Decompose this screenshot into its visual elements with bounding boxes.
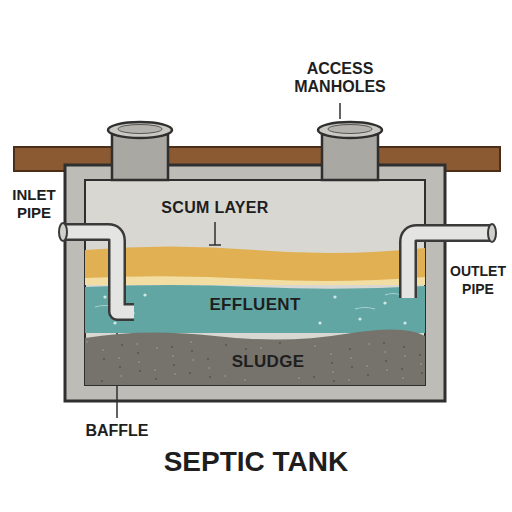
tank-interior (85, 180, 425, 385)
leader-line (339, 103, 341, 119)
layer-label: SCUM LAYER (161, 199, 268, 217)
layer-label: EFFLUENT (209, 295, 300, 315)
layer-label: SLUDGE (232, 352, 305, 372)
part-label: OUTLET PIPE (450, 262, 506, 298)
effluent-band: EFFLUENT (85, 283, 425, 333)
tank-wall (65, 165, 445, 401)
sludge-band: SLUDGE (85, 328, 425, 385)
diagram-title: SEPTIC TANK (164, 446, 349, 478)
part-label: INLET PIPE (6, 186, 62, 222)
part-label: ACCESS MANHOLES (284, 60, 396, 96)
inlet-pipe (59, 223, 134, 312)
manhole (108, 122, 172, 180)
manhole (318, 122, 382, 180)
scum-layer-band: SCUM LAYER (85, 192, 425, 285)
part-label: BAFFLE (85, 422, 148, 440)
